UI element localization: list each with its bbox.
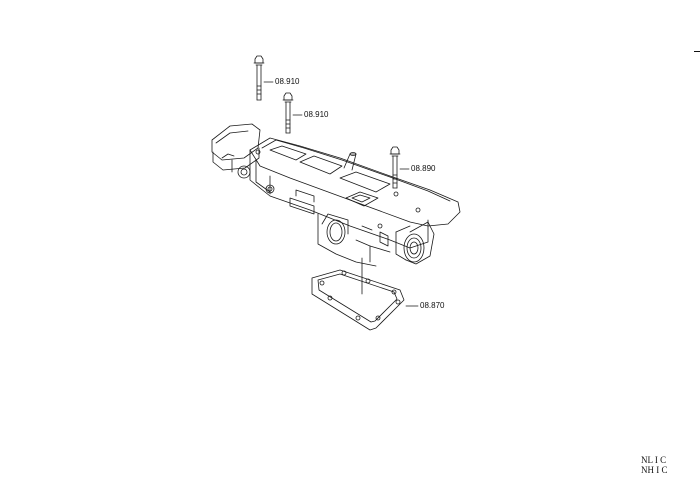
callout-bolt-right: 08.890 [411, 164, 436, 173]
corner-code-line2: NH I C [641, 465, 668, 475]
callout-bolt-upper: 08.910 [275, 77, 300, 86]
bolt-middle [282, 92, 303, 134]
callout-gasket: 08.870 [420, 301, 445, 310]
bolt-upper [253, 55, 274, 101]
callout-bolt-middle: 08.910 [304, 110, 329, 119]
gasket [311, 257, 419, 331]
cover-housing [211, 123, 461, 267]
corner-code-line1: NL I C [641, 455, 667, 465]
edge-tick-mark [694, 51, 700, 52]
